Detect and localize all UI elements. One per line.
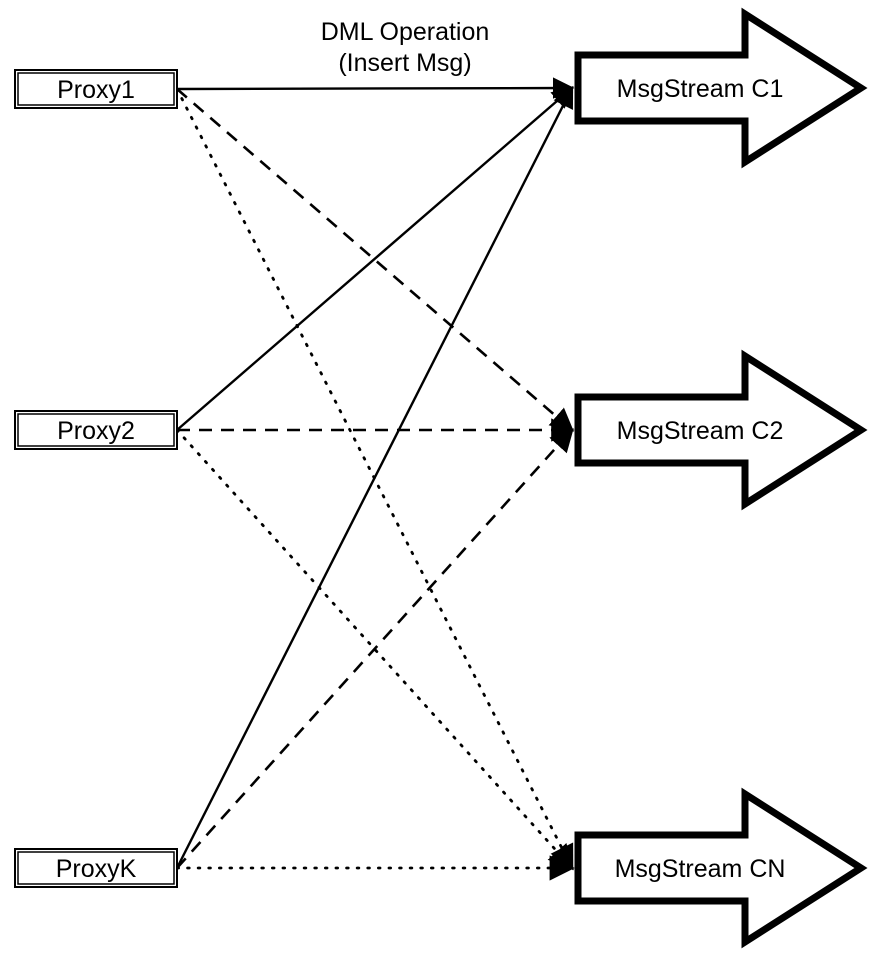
link-proxyk-to-c2 <box>176 428 574 869</box>
proxy-box-inner <box>17 72 175 106</box>
proxy-box-inner <box>17 851 175 885</box>
stream-arrow-shape <box>574 349 868 511</box>
stream-node-stream_c1[interactable]: MsgStream C1 <box>574 7 868 169</box>
stream-arrow-shape <box>574 7 868 169</box>
link-proxy1-to-c1 <box>176 77 575 99</box>
proxy-node-proxy2[interactable]: Proxy2 <box>14 410 178 450</box>
link-line <box>176 86 574 431</box>
link-line <box>175 85 574 869</box>
proxy-label: Proxy1 <box>57 76 135 104</box>
link-line <box>175 428 574 871</box>
stream-label: MsgStream C2 <box>617 417 784 445</box>
stream-label: MsgStream C1 <box>617 75 784 103</box>
proxy-node-proxyk[interactable]: ProxyK <box>14 848 178 888</box>
link-line <box>176 428 574 869</box>
proxy-label: Proxy2 <box>57 417 135 445</box>
link-proxy2-to-cn <box>175 428 574 871</box>
link-proxyk-to-c1 <box>175 85 574 869</box>
stream-node-stream_cn[interactable]: MsgStream CN <box>574 787 868 949</box>
edge-label-insert-msg: (Insert Msg) <box>338 49 471 77</box>
proxy-box-inner <box>17 413 175 447</box>
stream-node-stream_c2[interactable]: MsgStream C2 <box>574 349 868 511</box>
link-proxy2-to-c1 <box>176 86 574 431</box>
stream-label: MsgStream CN <box>615 855 786 883</box>
links-layer <box>175 77 575 881</box>
edge-label-dml-operation: DML Operation <box>321 18 490 46</box>
proxy-node-proxy1[interactable]: Proxy1 <box>14 69 178 109</box>
stream-arrow-shape <box>574 787 868 949</box>
streams-layer: MsgStream C1 MsgStream C2 MsgStream CN <box>574 7 868 949</box>
proxy-label: ProxyK <box>56 855 137 883</box>
link-line <box>176 77 575 99</box>
